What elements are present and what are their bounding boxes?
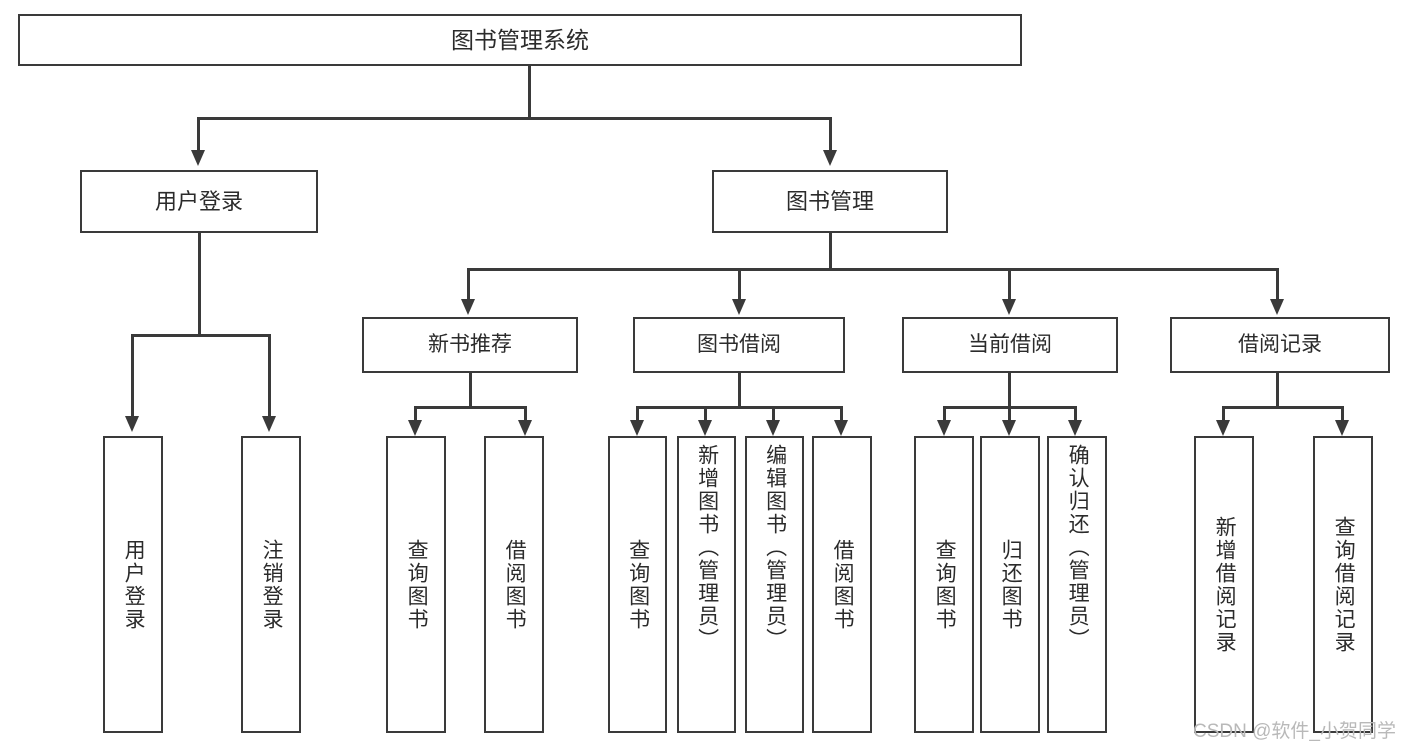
connector-book-mgmt-to-borrow-record [1276, 268, 1279, 301]
leaf-current-borrow-return[interactable]: 归还图书 [980, 436, 1040, 733]
node-label: 编辑图书（管理员） [763, 444, 787, 651]
arrowhead-borrow-record-left [1216, 420, 1230, 436]
connector-current-borrow-c2 [1008, 406, 1011, 422]
arrowhead-book-mgmt-to-new-book [461, 299, 475, 315]
connector-current-borrow-c3 [1074, 406, 1077, 422]
connector-user-login-left [131, 334, 134, 418]
arrowhead-current-borrow-c2 [1002, 420, 1016, 436]
node-label: 查询图书 [405, 538, 429, 631]
connector-book-mgmt-stem [829, 233, 832, 269]
node-label: 借阅图书 [503, 538, 527, 631]
connector-user-login-bar [131, 334, 270, 337]
connector-book-borrow-c4 [840, 406, 843, 422]
connector-borrow-record-left [1222, 406, 1225, 422]
node-book-borrow[interactable]: 图书借阅 [633, 317, 845, 373]
connector-root-stem [528, 66, 531, 118]
connector-book-borrow-stem [738, 373, 741, 408]
leaf-user-login-login[interactable]: 用户登录 [103, 436, 163, 733]
leaf-new-book-query[interactable]: 查询图书 [386, 436, 446, 733]
node-label: 新书推荐 [428, 332, 512, 356]
node-borrow-record[interactable]: 借阅记录 [1170, 317, 1390, 373]
connector-book-mgmt-bar [467, 268, 1279, 271]
leaf-book-borrow-add[interactable]: 新增图书（管理员） [677, 436, 736, 733]
arrowhead-root-to-book-mgmt [823, 150, 837, 166]
arrowhead-current-borrow-c3 [1068, 420, 1082, 436]
node-label: 用户登录 [122, 538, 146, 631]
node-label: 图书管理系统 [451, 26, 589, 53]
connector-root-to-book-mgmt [829, 117, 832, 153]
node-book-management[interactable]: 图书管理 [712, 170, 948, 233]
arrowhead-new-book-left [408, 420, 422, 436]
leaf-user-login-logout[interactable]: 注销登录 [241, 436, 301, 733]
connector-book-mgmt-to-new-book [467, 268, 470, 301]
arrowhead-borrow-record-right [1335, 420, 1349, 436]
node-current-borrow[interactable]: 当前借阅 [902, 317, 1118, 373]
connector-user-login-right [268, 334, 271, 418]
leaf-book-borrow-query[interactable]: 查询图书 [608, 436, 667, 733]
connector-borrow-record-bar [1222, 406, 1344, 409]
leaf-book-borrow-borrow[interactable]: 借阅图书 [812, 436, 872, 733]
leaf-current-borrow-confirm[interactable]: 确认归还（管理员） [1047, 436, 1107, 733]
node-label: 查询图书 [626, 538, 650, 631]
connector-user-login-stem [198, 233, 201, 335]
connector-root-to-user-login [197, 117, 200, 153]
node-label: 图书管理 [785, 188, 874, 214]
node-new-book-recommend[interactable]: 新书推荐 [362, 317, 578, 373]
connector-book-mgmt-to-book-borrow [738, 268, 741, 301]
node-label: 注销登录 [260, 538, 284, 631]
arrowhead-book-mgmt-to-borrow-record [1270, 299, 1284, 315]
node-label: 新增借阅记录 [1213, 515, 1237, 654]
connector-book-borrow-c1 [636, 406, 639, 422]
arrowhead-current-borrow-c1 [937, 420, 951, 436]
node-label: 确认归还（管理员） [1066, 444, 1090, 651]
leaf-current-borrow-query[interactable]: 查询图书 [914, 436, 974, 733]
arrowhead-book-borrow-c2 [698, 420, 712, 436]
arrowhead-book-borrow-c3 [766, 420, 780, 436]
node-label: 查询借阅记录 [1332, 515, 1356, 654]
leaf-borrow-record-add[interactable]: 新增借阅记录 [1194, 436, 1254, 733]
connector-book-borrow-c2 [704, 406, 707, 422]
connector-root-bar [197, 117, 832, 120]
node-label: 用户登录 [154, 188, 243, 214]
connector-borrow-record-right [1341, 406, 1344, 422]
leaf-borrow-record-query[interactable]: 查询借阅记录 [1313, 436, 1373, 733]
connector-current-borrow-stem [1008, 373, 1011, 408]
node-user-login[interactable]: 用户登录 [80, 170, 318, 233]
node-label: 借阅记录 [1238, 332, 1322, 356]
arrowhead-user-login-right [262, 416, 276, 432]
connector-book-borrow-bar [636, 406, 843, 409]
node-label: 借阅图书 [831, 538, 855, 631]
node-label: 当前借阅 [968, 332, 1052, 356]
connector-new-book-stem [469, 373, 472, 408]
leaf-book-borrow-edit[interactable]: 编辑图书（管理员） [745, 436, 804, 733]
connector-current-borrow-c1 [943, 406, 946, 422]
arrowhead-book-borrow-c4 [834, 420, 848, 436]
arrowhead-book-mgmt-to-book-borrow [732, 299, 746, 315]
arrowhead-book-mgmt-to-current-borrow [1002, 299, 1016, 315]
connector-book-mgmt-to-current-borrow [1008, 268, 1011, 301]
connector-new-book-right [524, 406, 527, 422]
leaf-new-book-borrow[interactable]: 借阅图书 [484, 436, 544, 733]
arrowhead-user-login-left [125, 416, 139, 432]
node-label: 归还图书 [999, 538, 1023, 631]
node-label: 查询图书 [933, 538, 957, 631]
connector-new-book-bar [414, 406, 527, 409]
node-root-system[interactable]: 图书管理系统 [18, 14, 1022, 66]
node-label: 新增图书（管理员） [695, 444, 719, 651]
connector-borrow-record-stem [1276, 373, 1279, 408]
arrowhead-new-book-right [518, 420, 532, 436]
arrowhead-book-borrow-c1 [630, 420, 644, 436]
connector-book-borrow-c3 [772, 406, 775, 422]
node-label: 图书借阅 [697, 332, 781, 356]
arrowhead-root-to-user-login [191, 150, 205, 166]
connector-new-book-left [414, 406, 417, 422]
